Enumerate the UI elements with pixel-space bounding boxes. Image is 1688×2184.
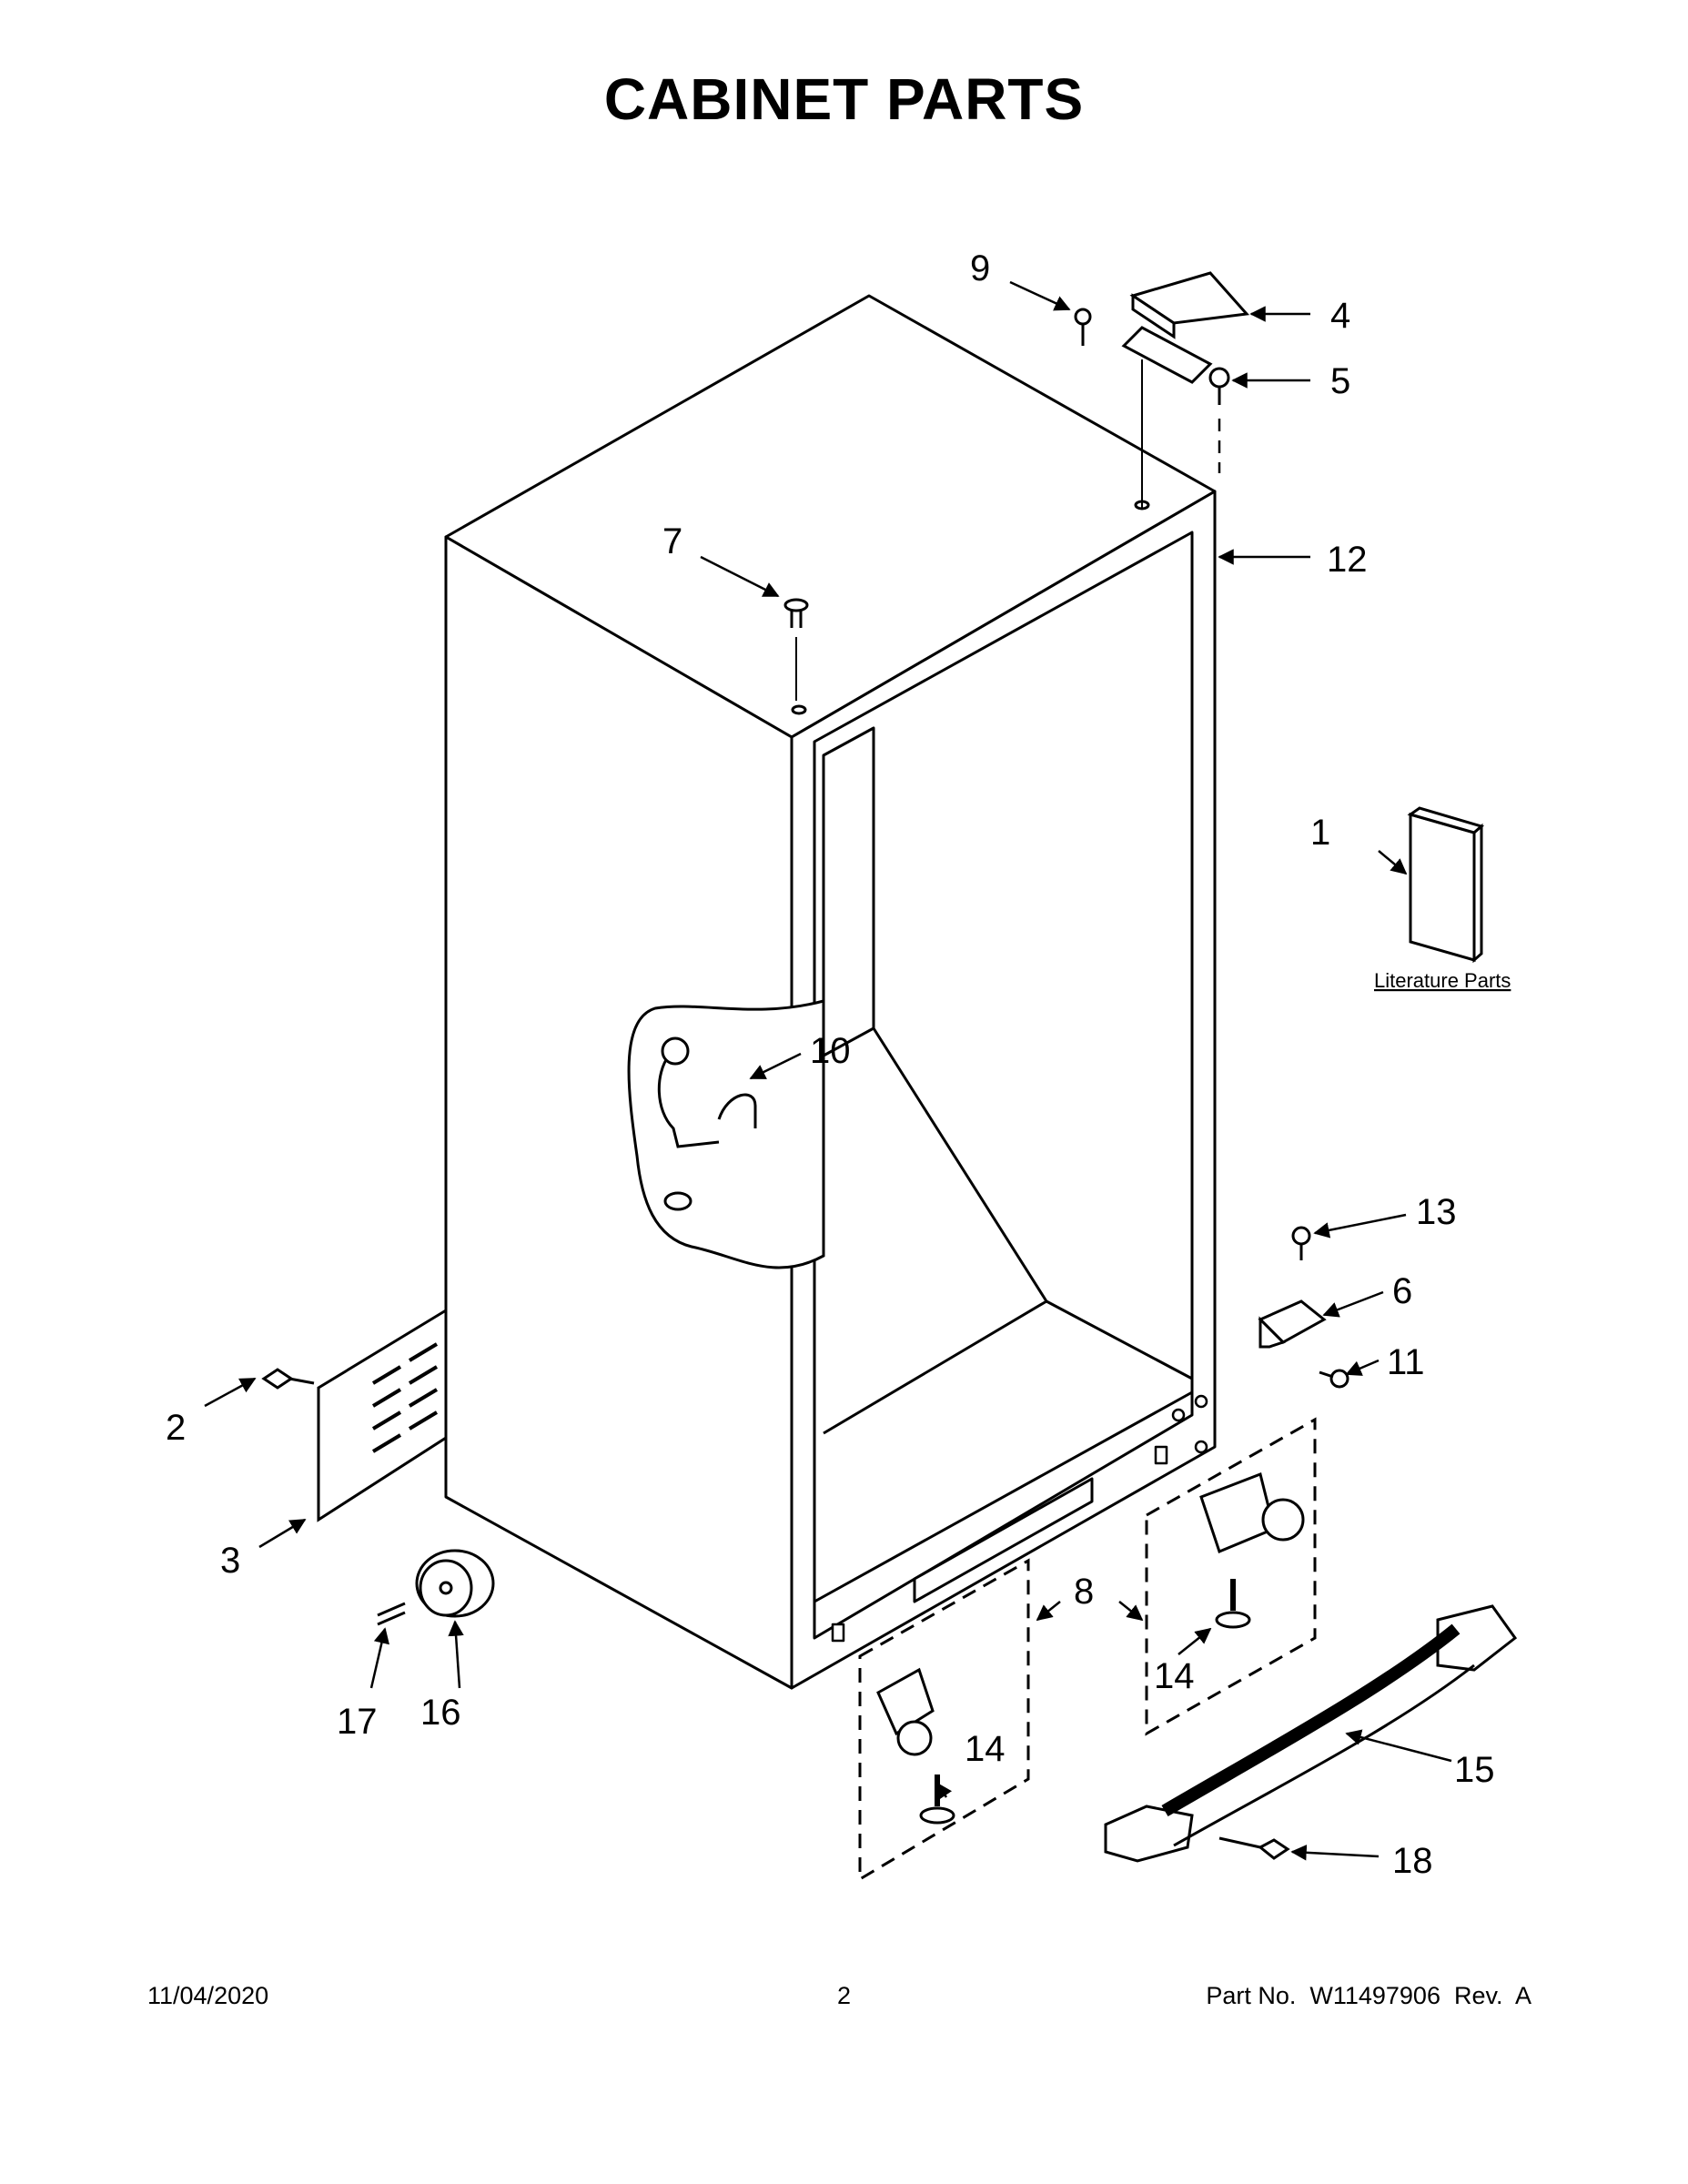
- footer-page-number: 2: [836, 1982, 852, 2009]
- toe-grille-handle: [1104, 1604, 1518, 1863]
- roller-assembly-right: [1145, 1417, 1317, 1736]
- callout-6: 6: [1392, 1271, 1412, 1311]
- callout-13: 13: [1416, 1192, 1457, 1232]
- lower-bracket: [1258, 1226, 1349, 1389]
- callout-7: 7: [662, 521, 682, 561]
- cabinet-body: [444, 294, 1217, 1690]
- callout-12: 12: [1327, 540, 1368, 580]
- callout-8: 8: [1074, 1572, 1094, 1612]
- callout-3: 3: [220, 1541, 240, 1581]
- callout-4: 4: [1330, 296, 1350, 336]
- callout-2: 2: [166, 1408, 186, 1448]
- footer-date: 11/04/2020: [147, 1982, 269, 2009]
- callout-17: 17: [337, 1702, 378, 1742]
- callout-14-left: 14: [965, 1729, 1006, 1769]
- callout-5: 5: [1330, 361, 1350, 401]
- literature-parts-label: Literature Parts: [1374, 969, 1511, 992]
- top-hinge-assembly: [1074, 271, 1250, 510]
- callout-18: 18: [1392, 1841, 1433, 1881]
- callout-numbers: 1 2 3 4 5 6 7 8 9 10 11 12 13 14 14 15 1…: [166, 248, 1495, 1881]
- roller-left: [876, 1667, 955, 1825]
- roller-assembly-left: [858, 1558, 1030, 1882]
- callout-15: 15: [1454, 1750, 1495, 1790]
- callout-14-right: 14: [1154, 1656, 1195, 1696]
- wheel-and-axle: [377, 1549, 495, 1626]
- footer-part-number: Part No. W11497906 Rev. A: [1206, 1982, 1531, 2009]
- callout-16: 16: [420, 1693, 461, 1733]
- callout-arrows: [204, 280, 1452, 1861]
- literature-book: [1407, 806, 1485, 964]
- rear-vent-grille: [261, 1308, 448, 1522]
- callout-1: 1: [1310, 813, 1330, 853]
- callout-11: 11: [1387, 1342, 1425, 1382]
- callout-9: 9: [970, 248, 990, 288]
- page-title: CABINET PARTS: [603, 66, 1085, 132]
- callout-10: 10: [810, 1031, 851, 1071]
- top-pin: [783, 598, 809, 701]
- roller-right: [1199, 1471, 1305, 1629]
